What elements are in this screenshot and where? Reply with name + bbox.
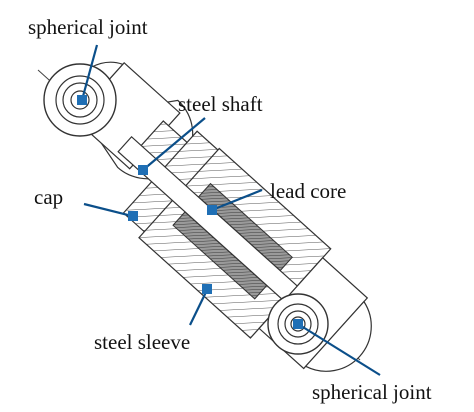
marker-steel-sleeve <box>202 284 212 294</box>
label-steel-shaft: steel shaft <box>178 92 263 116</box>
leader-spherical-joint-bottom <box>297 323 381 376</box>
marker-lead-core <box>207 205 217 215</box>
leader-steel-sleeve <box>189 289 208 326</box>
marker-cap <box>128 211 138 221</box>
bottom-end-cap <box>304 300 372 372</box>
leader-steel-shaft <box>142 117 206 171</box>
label-lead-core: lead core <box>270 179 346 203</box>
label-spherical-joint-top: spherical joint <box>28 15 148 39</box>
marker-spherical-joint-bottom <box>293 319 303 329</box>
marker-squares <box>77 95 303 329</box>
leader-lead-core <box>211 188 263 212</box>
label-cap: cap <box>34 185 63 209</box>
marker-spherical-joint-top <box>77 95 87 105</box>
marker-steel-shaft <box>138 165 148 175</box>
label-spherical-joint-bottom: spherical joint <box>312 380 432 404</box>
leader-spherical-joint-top <box>80 44 99 101</box>
leader-cap <box>83 202 133 218</box>
leader-lines <box>80 44 381 376</box>
label-steel-sleeve: steel sleeve <box>94 330 190 354</box>
